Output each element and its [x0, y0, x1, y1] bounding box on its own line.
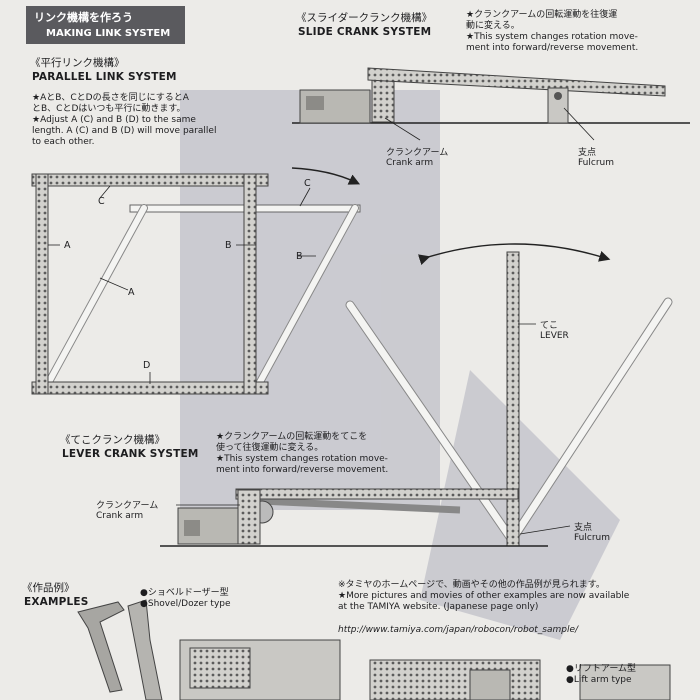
lift-en: ●Lift arm type	[566, 675, 632, 685]
parallel-note: ★AとB、CとDの長さを同じにするとA とB、CとDはいつも平行に動きます。 ★…	[32, 93, 216, 148]
examples-info: ※タミヤのホームページで、動画やその他の作品例が見られます。 ★More pic…	[338, 580, 629, 613]
parallel-note-jp-2: とB、CとDはいつも平行に動きます。	[32, 104, 186, 114]
lever-crank-en: Crank arm	[96, 511, 144, 521]
info-en-2: at the TAMIYA website. (Japanese page on…	[338, 602, 539, 612]
parallel-title-jp: 《平行リンク機構》	[30, 57, 125, 69]
lever-note: ★クランクアームの回転運動をてこを 使って往復運動に変える。 ★This sys…	[216, 432, 388, 476]
slide-crank-label: クランクアーム Crank arm	[386, 145, 448, 168]
shovel-caption: ●ショベルドーザー型 ●Shovel/Dozer type	[140, 588, 231, 610]
slide-title-jp: 《スライダークランク機構》	[296, 12, 433, 24]
lever-title-jp: 《てこクランク機構》	[60, 434, 165, 446]
parallel-note-en-1: ★Adjust A (C) and B (D) to the same	[32, 115, 196, 125]
lever-note-jp-2: 使って往復運動に変える。	[216, 443, 324, 453]
label-b: B	[225, 240, 232, 251]
lever-fulcrum-en: Fulcrum	[574, 533, 611, 543]
lever-en: LEVER	[540, 331, 569, 341]
label-a-moved: A	[128, 287, 135, 298]
lever-label: てこ LEVER	[540, 318, 569, 341]
shovel-en: ●Shovel/Dozer type	[140, 599, 231, 609]
shovel-jp: ●ショベルドーザー型	[140, 588, 229, 598]
lever-fulcrum-jp: 支点	[574, 523, 593, 533]
label-c-moved: C	[304, 178, 311, 189]
parallel-title-en: PARALLEL LINK SYSTEM	[32, 71, 177, 83]
lift-jp: ●リフトアーム型	[566, 664, 637, 674]
watermark	[180, 90, 620, 640]
slide-crank-jp: クランクアーム	[386, 148, 449, 158]
slide-note-jp-2: 動に変える。	[466, 21, 520, 31]
tamiya-url-link[interactable]: http://www.tamiya.com/japan/robocon/robo…	[338, 625, 579, 635]
slide-note: ★クランクアームの回転運動を往復運 動に変える。 ★This system ch…	[466, 10, 638, 54]
slide-fulcrum-en: Fulcrum	[578, 158, 615, 168]
lever-jp: てこ	[540, 321, 559, 331]
lever-note-en-2: ment into forward/reverse movement.	[216, 465, 389, 475]
slide-note-en-1: ★This system changes rotation move-	[466, 32, 638, 42]
label-c: C	[98, 196, 105, 207]
label-d: D	[143, 360, 151, 371]
lever-crank-label: クランクアーム Crank arm	[96, 498, 158, 521]
examples-drawings	[77, 599, 671, 700]
slide-note-en-2: ment into forward/reverse movement.	[466, 43, 639, 53]
lever-crank-drawing	[160, 243, 673, 547]
info-jp: ※タミヤのホームページで、動画やその他の作品例が見られます。	[338, 580, 605, 590]
examples-title-en: EXAMPLES	[24, 596, 89, 608]
slide-crank-en: Crank arm	[386, 158, 434, 168]
slide-fulcrum-jp: 支点	[578, 148, 597, 158]
lever-note-jp-1: ★クランクアームの回転運動をてこを	[216, 432, 368, 442]
lever-note-en-1: ★This system changes rotation move-	[216, 454, 388, 464]
slide-crank-drawing	[292, 67, 690, 141]
section-header: リンク機構を作ろう MAKING LINK SYSTEM	[26, 6, 185, 44]
lever-crank-jp: クランクアーム	[96, 501, 159, 511]
slide-fulcrum-label: 支点 Fulcrum	[578, 145, 614, 168]
parallel-link-drawing	[31, 167, 361, 395]
lift-caption: ●リフトアーム型 ●Lift arm type	[566, 664, 636, 686]
header-title-en: MAKING LINK SYSTEM	[46, 28, 171, 39]
parallel-note-en-2: length. A (C) and B (D) will move parall…	[32, 126, 217, 136]
slide-note-jp-1: ★クランクアームの回転運動を往復運	[466, 10, 618, 20]
parallel-note-en-3: to each other.	[32, 137, 95, 147]
header-title-jp: リンク機構を作ろう	[34, 11, 133, 24]
label-b-moved: B	[296, 251, 303, 262]
label-a: A	[64, 240, 71, 251]
info-en-1: ★More pictures and movies of other examp…	[338, 591, 630, 601]
examples-title-jp: 《作品例》	[22, 582, 75, 594]
lever-fulcrum-label: 支点 Fulcrum	[574, 520, 610, 543]
slide-title-en: SLIDE CRANK SYSTEM	[298, 26, 432, 38]
lever-title-en: LEVER CRANK SYSTEM	[62, 448, 199, 460]
parallel-note-jp-1: ★AとB、CとDの長さを同じにするとA	[32, 93, 189, 103]
